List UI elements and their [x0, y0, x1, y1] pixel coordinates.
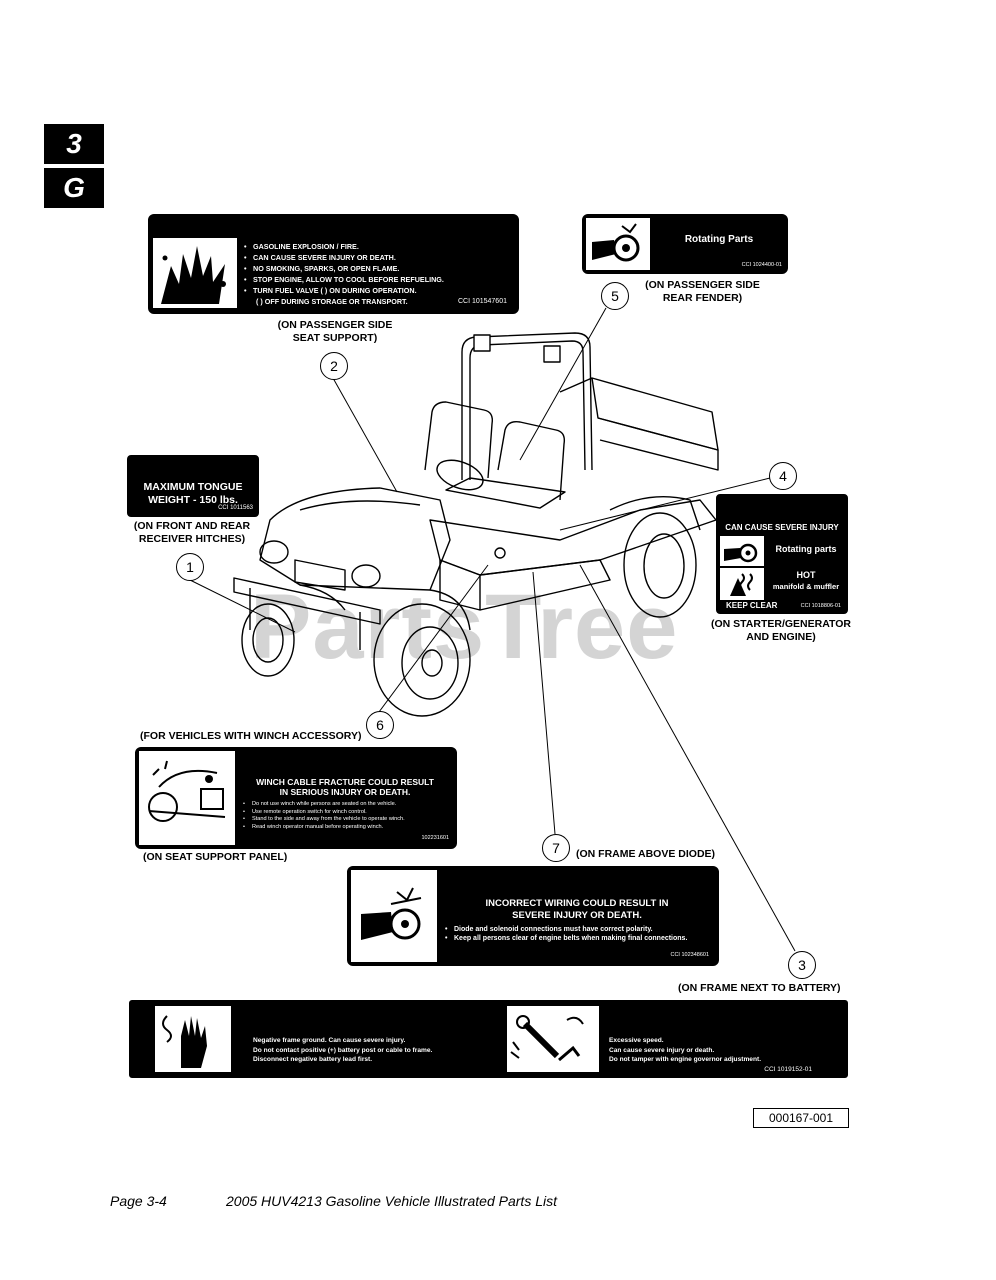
governor-warning-line: Do not tamper with engine governor adjus…: [609, 1056, 762, 1063]
section-tab: 3: [44, 124, 104, 164]
governor-warning-line: Excessive speed.: [609, 1037, 664, 1044]
governor-adjustment-icon: [507, 1006, 599, 1072]
gasoline-line: STOP ENGINE, ALLOW TO COOL BEFORE REFUEL…: [244, 274, 514, 285]
caption-seat-panel: (ON SEAT SUPPORT PANEL): [143, 851, 288, 863]
caption-winch-accessory: (FOR VEHICLES WITH WINCH ACCESSORY): [140, 730, 362, 742]
starter-footer: KEEP CLEAR: [726, 601, 778, 610]
watermark: PartsTree: [250, 576, 679, 678]
footer-document-title: 2005 HUV4213 Gasoline Vehicle Illustrate…: [226, 1193, 557, 1209]
callout-5: 5: [601, 282, 629, 310]
caption-passenger-seat: (ON PASSENGER SIDE SEAT SUPPORT): [277, 319, 393, 344]
tongue-weight-line: WEIGHT - 150 lbs.: [148, 494, 238, 506]
tongue-weight-label: MAXIMUM TONGUE WEIGHT - 150 lbs. CCI 101…: [127, 455, 259, 517]
winch-bullet: Do not use winch while persons are seate…: [243, 801, 453, 809]
hot-surface-icon: [720, 568, 764, 600]
winch-bullet: Read winch operator manual before operat…: [243, 824, 453, 832]
wiring-part-number: CCI 102348601: [670, 952, 709, 958]
rotating-parts-part-number: CCI 1024400-01: [741, 262, 782, 268]
wiring-warning-label: INCORRECT WIRING COULD RESULT IN SEVERE …: [347, 866, 719, 966]
gasoline-line: CAN CAUSE SEVERE INJURY OR DEATH.: [244, 252, 514, 263]
rotating-parts-icon: [720, 536, 764, 566]
wiring-bullet: Diode and solenoid connections must have…: [445, 925, 707, 934]
starter-row1: Rotating parts: [775, 544, 837, 554]
caption-passenger-fender: (ON PASSENGER SIDE REAR FENDER): [645, 279, 760, 304]
callout-6: 6: [366, 711, 394, 739]
winch-part-number: 102231601: [421, 835, 449, 841]
starter-row2-manifold: manifold & muffler: [772, 582, 840, 591]
rotating-belt-icon: [351, 870, 437, 962]
section-letter-tab: G: [44, 168, 104, 208]
winch-warning-label: WINCH CABLE FRACTURE COULD RESULT IN SER…: [135, 747, 457, 849]
figure-id: 000167-001: [753, 1108, 849, 1128]
callout-2: 2: [320, 352, 348, 380]
battery-warning-line: Negative frame ground. Can cause severe …: [253, 1037, 406, 1044]
governor-warning-line: Can cause severe injury or death.: [609, 1046, 715, 1054]
gasoline-line: GASOLINE EXPLOSION / FIRE.: [244, 241, 514, 252]
battery-governor-label: Negative frame ground. Can cause severe …: [129, 1000, 848, 1078]
winch-title: WINCH CABLE FRACTURE COULD RESULT: [256, 777, 434, 787]
callout-3: 3: [788, 951, 816, 979]
footer-page-number: Page 3-4: [110, 1193, 167, 1209]
callout-7: 7: [542, 834, 570, 862]
winch-title: IN SERIOUS INJURY OR DEATH.: [279, 787, 411, 797]
battery-warning-line: Disconnect negative battery lead first.: [253, 1056, 373, 1063]
callout-1: 1: [176, 553, 204, 581]
caption-hitches: (ON FRONT AND REAR RECEIVER HITCHES): [133, 520, 251, 545]
winch-bullet: Use remote operation switch for winch co…: [243, 809, 453, 817]
gasoline-warning-label: GASOLINE EXPLOSION / FIRE. CAN CAUSE SEV…: [148, 214, 519, 314]
explosion-icon: [153, 238, 237, 308]
caption-diode: (ON FRAME ABOVE DIODE): [576, 848, 716, 860]
callout-4: 4: [769, 462, 797, 490]
caption-battery: (ON FRAME NEXT TO BATTERY): [678, 982, 841, 994]
rotating-parts-icon: [586, 218, 650, 270]
gasoline-line: ( ) OFF DURING STORAGE OR TRANSPORT.: [256, 297, 408, 306]
gasoline-line: NO SMOKING, SPARKS, OR OPEN FLAME.: [244, 263, 514, 274]
battery-part-number: CCI 1019152-01: [764, 1066, 812, 1073]
tongue-weight-line: MAXIMUM TONGUE: [143, 481, 243, 493]
wiring-bullet: Keep all persons clear of engine belts w…: [445, 934, 707, 943]
gasoline-part-number: CCI 101547601: [457, 298, 507, 305]
winch-bullet: Stand to the side and away from the vehi…: [243, 816, 453, 824]
battery-warning-line: Do not contact positive (+) battery post…: [253, 1046, 433, 1054]
rotating-parts-label: Rotating Parts CCI 1024400-01: [582, 214, 788, 274]
tongue-weight-part-number: CCI 1011563: [218, 505, 253, 511]
caption-starter: (ON STARTER/GENERATOR AND ENGINE): [710, 618, 851, 643]
wiring-title: INCORRECT WIRING COULD RESULT IN: [485, 898, 669, 909]
starter-engine-label: CAN CAUSE SEVERE INJURY Rotating parts H…: [716, 494, 848, 614]
wiring-title: SEVERE INJURY OR DEATH.: [512, 910, 642, 921]
starter-header: CAN CAUSE SEVERE INJURY: [725, 523, 839, 532]
rotating-parts-title: Rotating Parts: [684, 234, 754, 245]
winch-icon: [139, 751, 235, 845]
electrical-shock-hand-icon: [155, 1006, 231, 1072]
gasoline-line: TURN FUEL VALVE ( ) ON DURING OPERATION.: [244, 285, 514, 296]
starter-part-number: CCI 1018806-01: [800, 603, 841, 609]
starter-row2-hot: HOT: [796, 570, 816, 580]
